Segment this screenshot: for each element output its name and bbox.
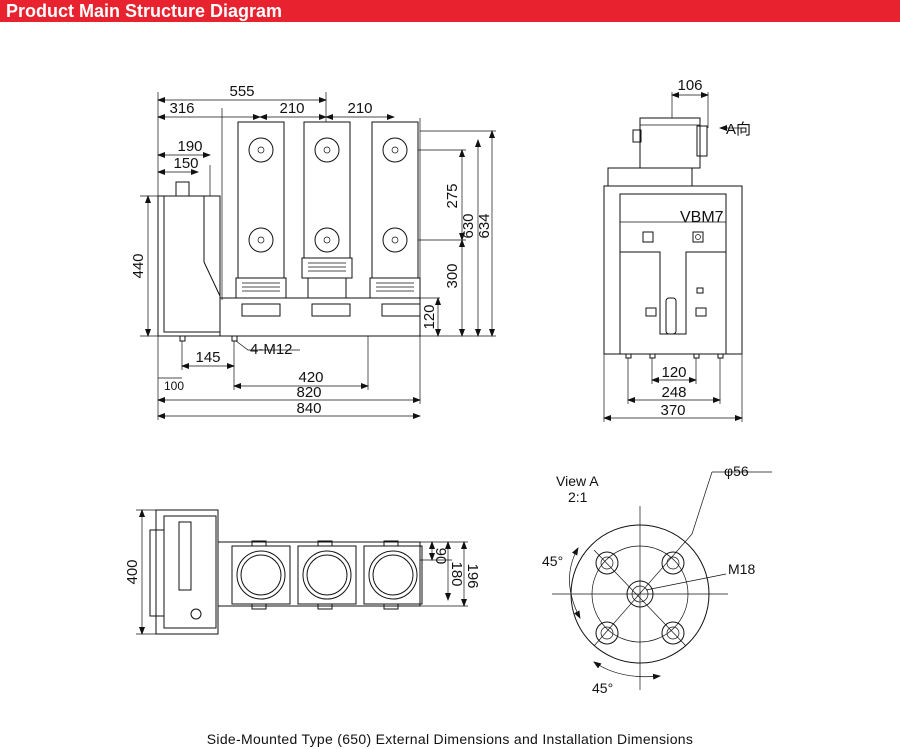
dim-180: 180 [448, 561, 465, 586]
view-a-thread: M18 [728, 561, 755, 577]
dim-100: 100 [164, 379, 184, 393]
dim-120-side: 120 [661, 364, 686, 381]
dim-275: 275 [444, 183, 461, 208]
pole-3 [369, 121, 421, 299]
dim-90: 90 [432, 548, 449, 565]
angle-top: 45° [542, 553, 563, 569]
header-bar: Product Main Structure Diagram [0, 0, 900, 22]
view-a: View A 2:1 φ56 M18 45° 45° [542, 463, 772, 696]
dim-440: 440 [130, 253, 147, 278]
pole-2 [301, 121, 353, 299]
dim-316: 316 [169, 100, 194, 117]
dim-145: 145 [195, 349, 220, 366]
dim-248: 248 [661, 384, 686, 401]
model-label: VBM7 [680, 209, 724, 226]
top-pole-1 [231, 540, 291, 610]
dim-120-front: 120 [421, 304, 438, 329]
dim-630: 630 [460, 213, 477, 238]
dim-150: 150 [173, 155, 198, 172]
side-view: 106 A向 VBM7 120 248 370 [603, 77, 751, 422]
diagram-caption: Side-Mounted Type (650) External Dimensi… [206, 731, 694, 747]
dim-634: 634 [476, 213, 493, 238]
dim-840: 840 [296, 400, 321, 417]
dim-400: 400 [124, 559, 141, 584]
dim-820: 820 [296, 384, 321, 401]
dim-420: 420 [298, 369, 323, 386]
dim-106: 106 [677, 77, 702, 94]
angle-bottom: 45° [592, 680, 613, 696]
dim-210-b: 210 [347, 100, 372, 117]
top-pole-2 [297, 540, 357, 610]
view-a-title: View A [556, 473, 599, 489]
pole-1 [235, 121, 287, 299]
dim-300: 300 [444, 263, 461, 288]
top-pole-3 [363, 540, 423, 610]
bolt-spec: 4-M12 [250, 341, 293, 358]
view-a-diameter: φ56 [724, 463, 749, 479]
view-a-scale: 2:1 [568, 489, 588, 505]
dim-210-a: 210 [279, 100, 304, 117]
dim-370: 370 [660, 402, 685, 419]
top-view: 400 90 180 196 [124, 509, 481, 635]
dim-555: 555 [229, 83, 254, 100]
page-title: Product Main Structure Diagram [6, 1, 283, 21]
front-view: 555 316 210 210 190 150 440 275 630 634 … [130, 83, 496, 420]
dim-196: 196 [464, 563, 481, 588]
dim-190: 190 [177, 138, 202, 155]
view-a-arrow-label: A向 [726, 121, 751, 138]
